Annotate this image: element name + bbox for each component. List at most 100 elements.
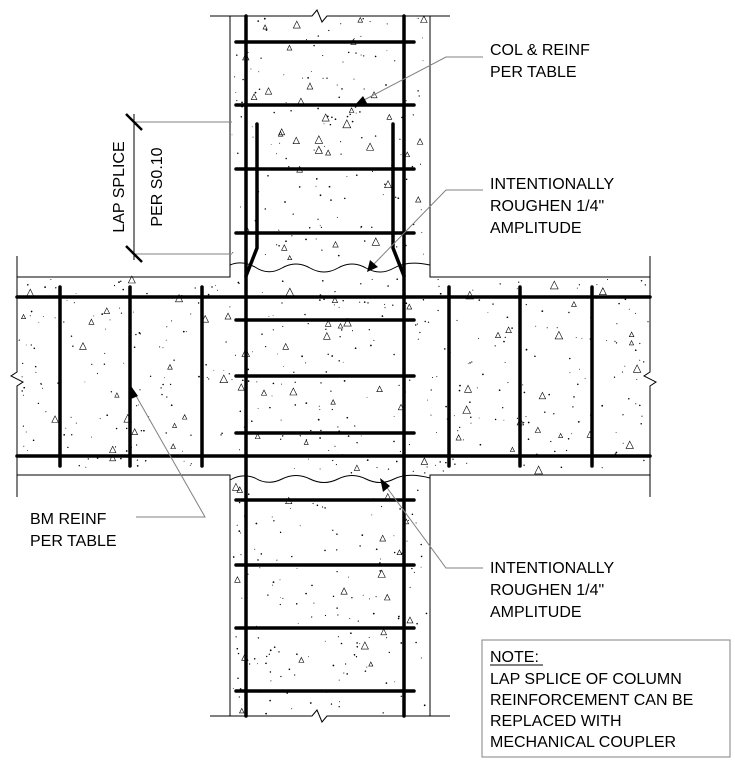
stipple-dot [360,35,362,37]
stipple-dot [351,120,354,123]
stipple-dot [337,254,340,257]
stipple-dot [351,597,353,599]
stipple-dot [370,344,372,347]
stipple-dot [257,637,260,639]
stipple-dot [439,461,441,463]
stipple-dot [330,390,332,392]
note-body: LAP SPLICE OF COLUMN REINFORCEMENT CAN B… [490,671,698,751]
stipple-dot [393,415,395,417]
stipple-dot [550,440,552,443]
stipple-dot [325,371,328,373]
stipple-dot [135,444,138,446]
stipple-dot [395,196,397,198]
stipple-dot [407,519,409,521]
stipple-dot [639,404,641,407]
stipple-dot [50,279,52,280]
stipple-dot [568,311,570,314]
stipple-dot [380,558,381,560]
stipple-dot [324,507,326,509]
stipple-dot [534,426,541,433]
stipple-dot [149,375,152,378]
column-top-break-line [210,9,450,23]
stipple-dot [386,637,388,639]
stipple-dot [265,712,267,715]
stipple-dot [348,576,350,578]
stipple-dot [109,319,111,321]
stipple-dot [418,95,420,97]
stipple-dot [99,418,101,420]
stipple-dot [470,422,472,424]
stipple-dot [601,467,603,469]
stipple-dot [332,664,335,667]
stipple-dot [359,111,361,113]
stipple-dot [70,434,73,436]
stipple-dot [294,381,296,383]
stipple-dot [423,253,424,255]
stipple-dot [305,362,307,364]
stipple-dot [338,706,340,708]
note-heading: NOTE: [490,649,539,666]
stipple-dot [386,50,388,52]
stipple-dot [252,136,254,138]
stipple-dot [368,661,374,667]
stipple-dot [339,336,341,338]
stipple-dot [136,465,139,467]
stipple-dot [503,340,505,343]
stipple-dot [355,112,357,114]
stipple-dot [267,594,269,596]
stipple-dot [363,240,366,242]
stipple-dot [253,658,256,660]
stipple-dot [505,326,512,333]
stipple-dot [264,345,267,348]
note-box-border [481,639,731,758]
stipple-dot [422,37,424,39]
stipple-dot [628,398,630,400]
stipple-dot [332,459,334,462]
stipple-dot [411,513,414,516]
stipple-dot [509,446,516,452]
stipple-dot [421,231,423,233]
stipple-dot [363,301,366,303]
callout-col-reinf: COL & REINF PER TABLE [490,42,594,81]
callout-roughen-bottom-line: INTENTIONALLY [490,560,615,577]
stipple-dot [255,522,258,525]
stipple-dot [299,525,301,527]
stipple-dot [21,390,23,392]
stipple-dot [614,340,616,342]
stipple-dot [469,401,471,404]
callout-roughen-top-line: INTENTIONALLY [490,176,615,193]
stipple-dot [54,317,56,319]
stipple-dot [431,376,434,379]
stipple-dot [101,313,104,315]
stipple-dot [445,461,447,464]
stipple-dot [351,330,354,332]
stipple-dot [106,414,109,417]
stipple-dot [208,378,210,380]
stipple-dot [165,339,167,341]
stipple-dot [601,404,604,407]
stipple-dot [494,331,502,338]
stipple-dot [323,331,331,340]
stipple-dot [408,444,411,446]
leader-arrowheads [131,96,390,492]
stipple-dot [254,433,261,439]
stipple-dot [262,24,268,30]
stipple-dot [343,380,346,382]
stipple-dot [573,396,575,398]
note-line: REPLACED WITH [490,713,622,730]
stipple-dot [359,643,361,645]
stipple-dot [119,307,121,309]
stipple-dot [405,178,408,181]
stipple-dot [399,508,401,510]
stipple-dot [232,556,235,558]
stipple-dot [546,327,548,329]
stipple-dot [231,379,233,381]
stipple-dot [503,419,505,421]
stipple-dot [70,335,73,337]
stipple-dot [338,360,340,362]
stipple-dot [260,553,263,555]
stipple-dot [40,382,42,384]
stipple-dot [307,77,309,79]
stipple-dot [276,559,278,561]
stipple-dot [527,421,530,424]
